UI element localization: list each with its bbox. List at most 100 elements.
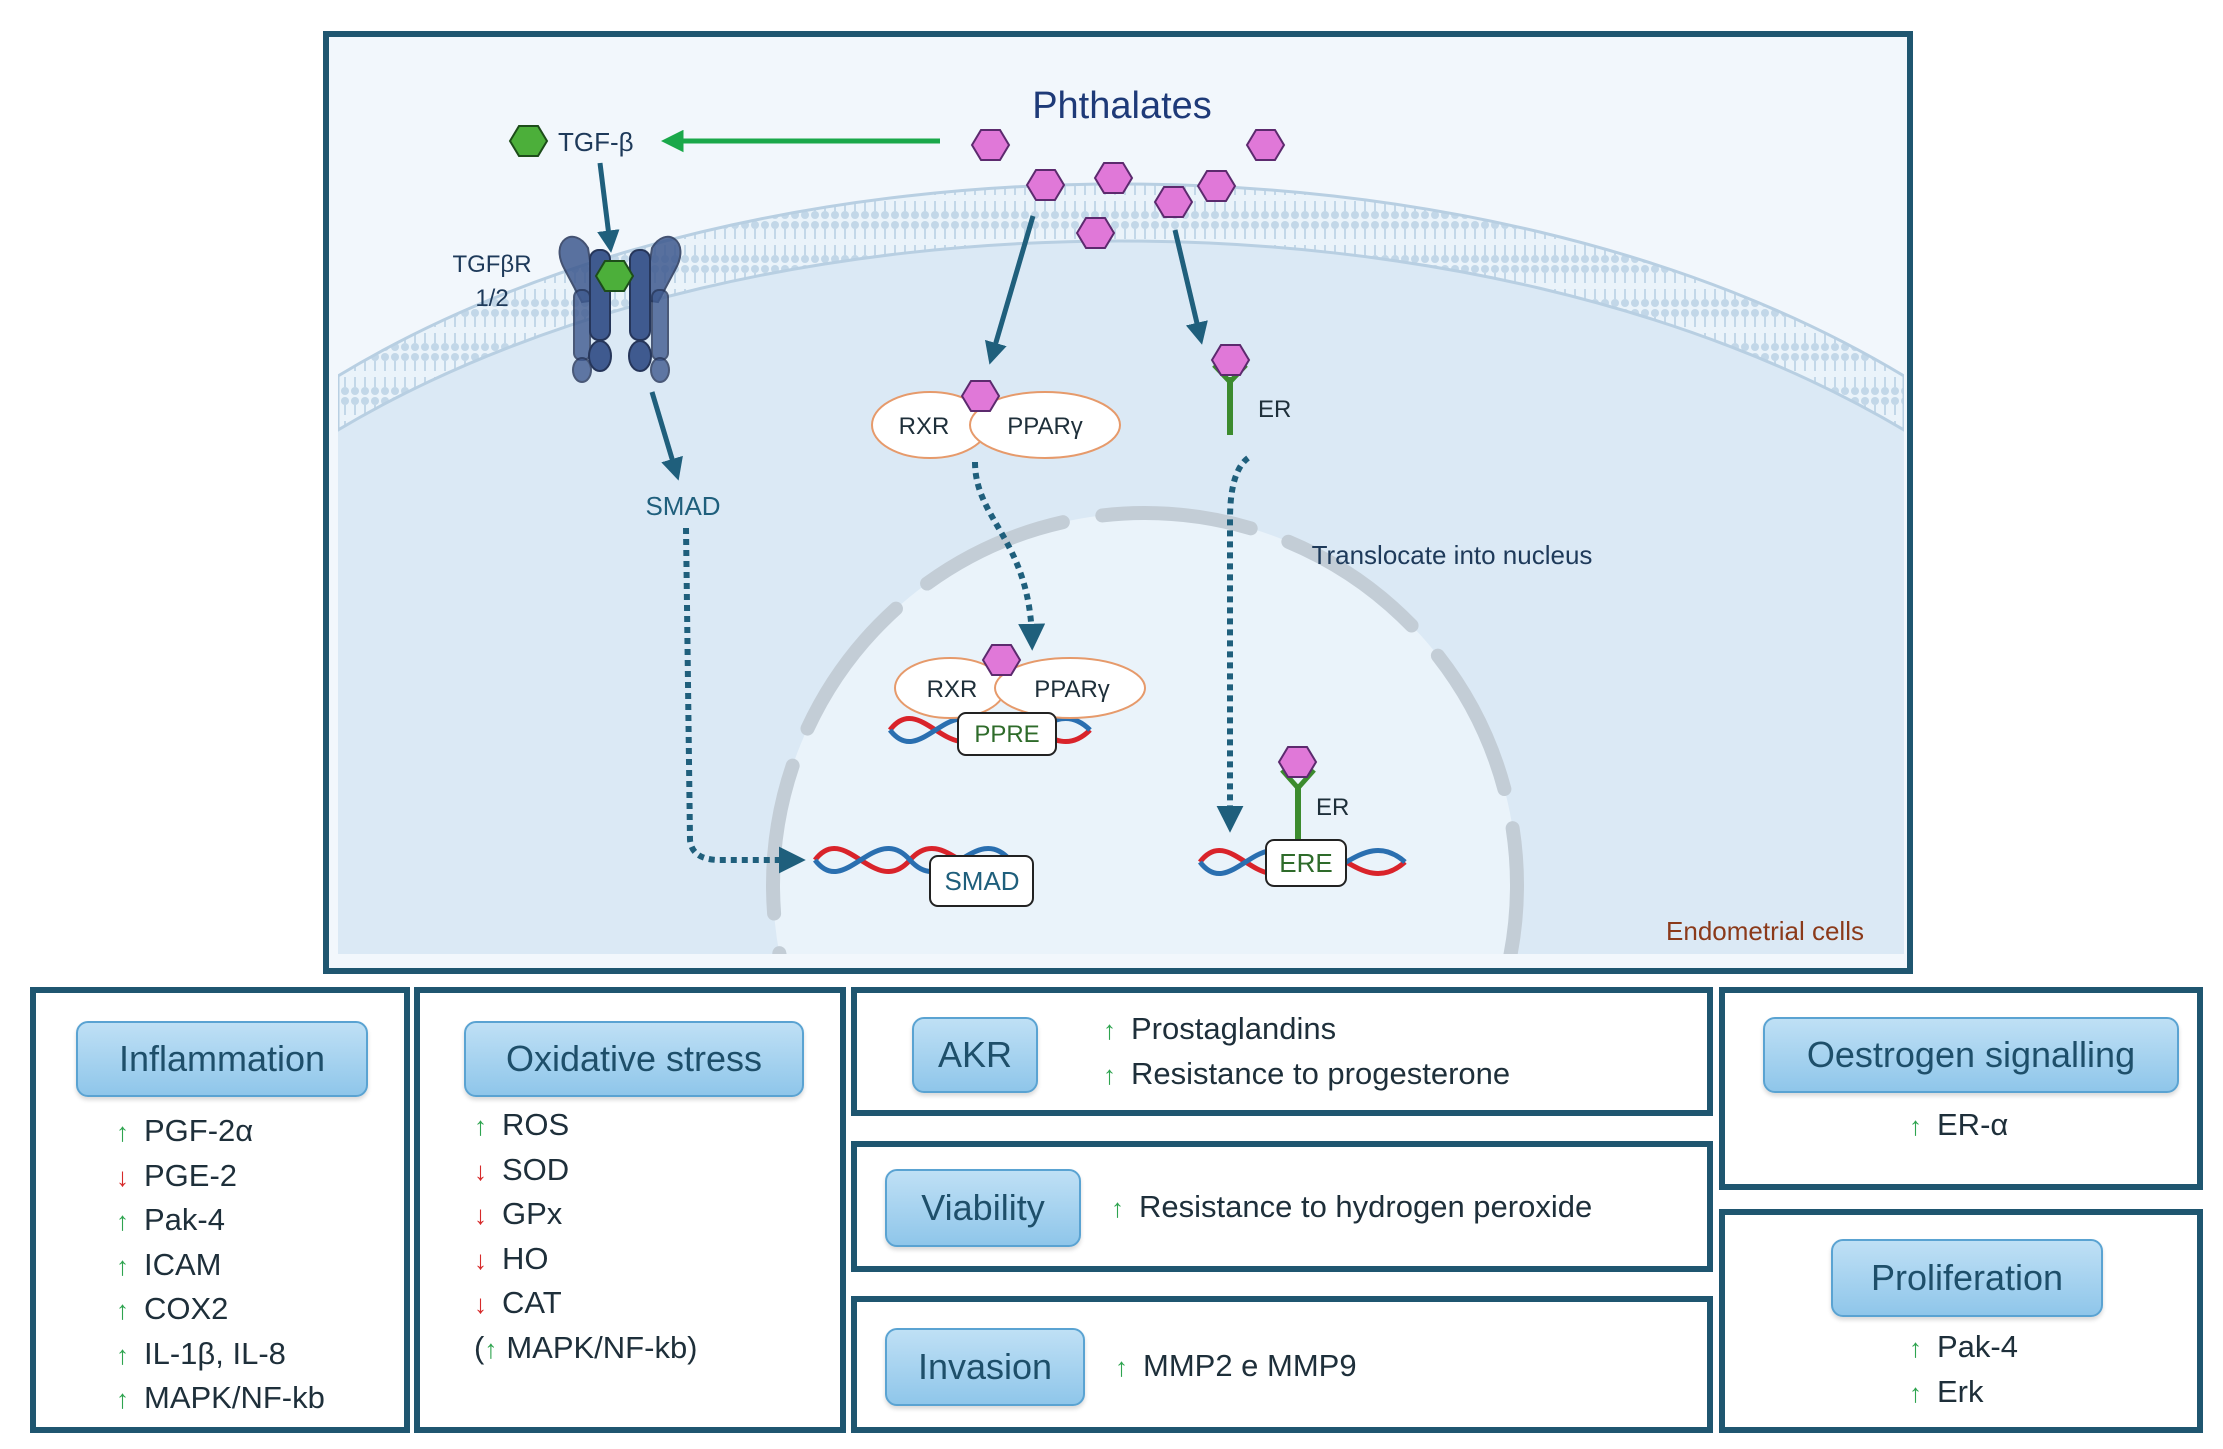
smad-label: SMAD	[645, 491, 720, 521]
up-arrow-icon: ↑	[484, 1333, 498, 1364]
up-arrow-icon: ↑	[1115, 1352, 1128, 1382]
list-item: ↑MAPK/NF-kb	[116, 1376, 325, 1421]
down-arrow-icon: ↓	[474, 1289, 487, 1319]
cell-type-label: Endometrial cells	[1666, 916, 1864, 946]
akr-list: ↑Prostaglandins ↑Resistance to progester…	[1103, 1007, 1510, 1096]
oxidative-stress-list: ↑ROS ↓SOD ↓GPx ↓HO ↓CAT (↑MAPK/NF-kb)	[474, 1103, 698, 1370]
down-arrow-icon: ↓	[474, 1200, 487, 1230]
tgf-to-receptor-arrow	[597, 162, 620, 253]
up-arrow-icon: ↑	[116, 1295, 129, 1325]
phthalate-molecule	[1196, 170, 1237, 202]
list-item: ↓GPx	[474, 1192, 698, 1237]
inflammation-box: Inflammation ↑PGF-2α ↓PGE-2 ↑Pak-4 ↑ICAM…	[30, 987, 410, 1433]
rxr-ppar-complex-cytoplasm	[871, 380, 1121, 459]
rxr-label-cytoplasm: RXR	[899, 413, 950, 440]
phthalate-to-er-arrow	[1172, 229, 1208, 345]
ppar-translocation-arrow	[972, 461, 1046, 651]
ppre-label: PPRE	[974, 721, 1039, 748]
list-item: ↑ROS	[474, 1103, 698, 1148]
tgf-beta-bound	[594, 260, 635, 292]
up-arrow-icon: ↑	[116, 1206, 129, 1236]
ere-label: ERE	[1279, 848, 1332, 878]
er-ere-dna	[1198, 746, 1407, 887]
tgfbr-label-line2: 1/2	[475, 285, 508, 312]
up-arrow-icon: ↑	[1909, 1377, 1922, 1408]
phthalate-molecule	[1245, 129, 1286, 161]
phthalate-molecules	[970, 129, 1286, 249]
receptor-to-smad-arrow	[649, 391, 683, 481]
akr-title: AKR	[912, 1017, 1038, 1093]
up-arrow-icon: ↑	[116, 1117, 129, 1147]
list-item: ↑Pak-4	[1909, 1325, 2018, 1370]
phthalate-molecule	[1025, 169, 1066, 201]
proliferation-box: Proliferation ↑Pak-4 ↑Erk	[1719, 1209, 2203, 1433]
phthalate-molecule	[1153, 186, 1194, 218]
up-arrow-icon: ↑	[116, 1250, 129, 1281]
list-item: ↑Pak-4	[116, 1198, 325, 1243]
phthalate-molecule	[1075, 217, 1116, 249]
ppar-label-nucleus: PPARγ	[1034, 676, 1110, 703]
up-arrow-icon: ↑	[1909, 1111, 1922, 1141]
list-item: ↑MMP2 e MMP9	[1115, 1344, 1357, 1389]
proliferation-title: Proliferation	[1831, 1239, 2103, 1317]
cell-membrane	[338, 182, 1904, 432]
list-item: ↑IL-1β, IL-8	[116, 1332, 325, 1377]
list-item: ↑Prostaglandins	[1103, 1007, 1510, 1052]
translocate-label: Translocate into nucleus	[1312, 540, 1593, 570]
list-item: ↓SOD	[474, 1148, 698, 1193]
tgf-beta-label: TGF-β	[558, 127, 634, 157]
oestrogen-signalling-title: Oestrogen signalling	[1763, 1017, 2179, 1093]
list-item: ↓CAT	[474, 1281, 698, 1326]
er-label-nucleus: ER	[1316, 794, 1349, 821]
invasion-title: Invasion	[885, 1328, 1085, 1406]
invasion-box: Invasion ↑MMP2 e MMP9	[851, 1296, 1713, 1433]
up-arrow-icon: ↑	[1103, 1015, 1116, 1045]
down-arrow-icon: ↓	[116, 1161, 129, 1192]
smad-translocation-arrow	[683, 527, 806, 874]
phthalates-label: Phthalates	[1032, 85, 1212, 127]
list-item: ↑Resistance to progesterone	[1103, 1052, 1510, 1097]
up-arrow-icon: ↑	[116, 1339, 129, 1370]
akr-box: AKR ↑Prostaglandins ↑Resistance to proge…	[851, 987, 1713, 1116]
inflammation-title: Inflammation	[76, 1021, 368, 1097]
list-item: ↑ICAM	[116, 1243, 325, 1288]
phthalate-to-ppar-arrow	[984, 215, 1036, 365]
er-translocation-arrow	[1216, 455, 1251, 833]
viability-list: ↑Resistance to hydrogen peroxide	[1111, 1185, 1592, 1230]
er-label-cytoplasm: ER	[1258, 396, 1291, 423]
phthalate-molecule	[970, 129, 1011, 161]
nuclear-envelope	[766, 506, 1524, 954]
list-item: ↑Resistance to hydrogen peroxide	[1111, 1185, 1592, 1230]
proliferation-list: ↑Pak-4 ↑Erk	[1909, 1325, 2018, 1414]
list-item: ↓HO	[474, 1237, 698, 1282]
up-arrow-icon: ↑	[1111, 1193, 1124, 1223]
tgfbr-label-line1: TGFβR	[452, 251, 531, 278]
up-arrow-icon: ↑	[116, 1384, 129, 1414]
up-arrow-icon: ↑	[1103, 1059, 1116, 1090]
tgf-beta-molecule	[508, 125, 549, 157]
er-receptor-cytoplasm	[1210, 344, 1251, 435]
viability-title: Viability	[885, 1169, 1081, 1247]
down-arrow-icon: ↓	[474, 1244, 487, 1275]
list-item: ↑PGF-2α	[116, 1109, 325, 1154]
oestrogen-signalling-list: ↑ER-α	[1909, 1103, 2008, 1148]
oxidative-stress-title: Oxidative stress	[464, 1021, 804, 1097]
smad-dna	[813, 845, 1034, 907]
ppar-label-cytoplasm: PPARγ	[1007, 413, 1083, 440]
list-item: ↑ER-α	[1909, 1103, 2008, 1148]
list-item: ↑Erk	[1909, 1370, 2018, 1415]
list-item: (↑MAPK/NF-kb)	[474, 1326, 698, 1371]
oxidative-stress-box: Oxidative stress ↑ROS ↓SOD ↓GPx ↓HO ↓CAT…	[414, 987, 846, 1433]
invasion-list: ↑MMP2 e MMP9	[1115, 1344, 1357, 1389]
oestrogen-signalling-box: Oestrogen signalling ↑ER-α	[1719, 987, 2203, 1190]
list-item: ↓PGE-2	[116, 1154, 325, 1199]
down-arrow-icon: ↓	[474, 1155, 487, 1186]
smad-dna-label: SMAD	[944, 866, 1019, 896]
rxr-ppar-complex-nucleus	[888, 644, 1146, 756]
up-arrow-icon: ↑	[1909, 1333, 1922, 1363]
phthalate-molecule	[1093, 162, 1134, 194]
viability-box: Viability ↑Resistance to hydrogen peroxi…	[851, 1141, 1713, 1272]
up-arrow-icon: ↑	[474, 1111, 487, 1141]
list-item: ↑COX2	[116, 1287, 325, 1332]
